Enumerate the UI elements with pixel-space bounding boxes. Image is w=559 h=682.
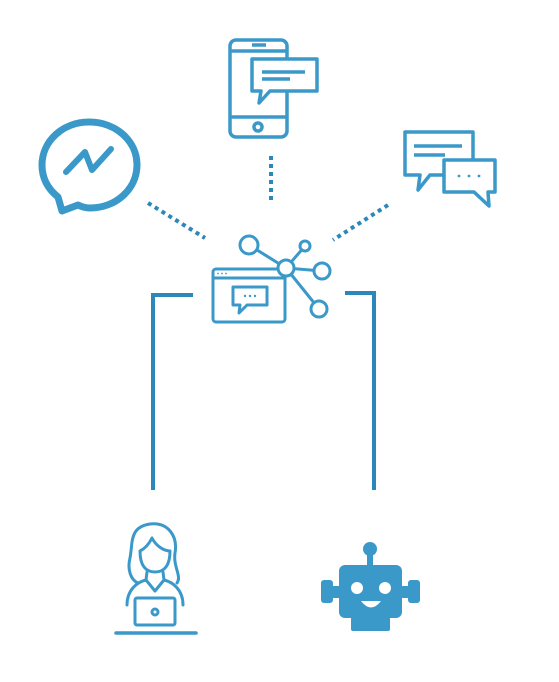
connector-messenger-hub <box>146 201 207 240</box>
chat-widget-hub-icon <box>211 234 332 324</box>
connector-chat-hub <box>331 203 390 242</box>
connector-hub-bot <box>345 291 376 490</box>
solid-connectors <box>151 291 376 490</box>
human-agent-icon <box>114 522 198 635</box>
dotted-connectors <box>146 156 390 242</box>
messenger-chat-icon <box>38 118 141 215</box>
chat-bubbles-icon <box>403 130 497 208</box>
mobile-sms-icon <box>228 38 319 139</box>
chatbot-robot-icon <box>321 542 420 631</box>
connector-hub-agent <box>151 293 193 490</box>
